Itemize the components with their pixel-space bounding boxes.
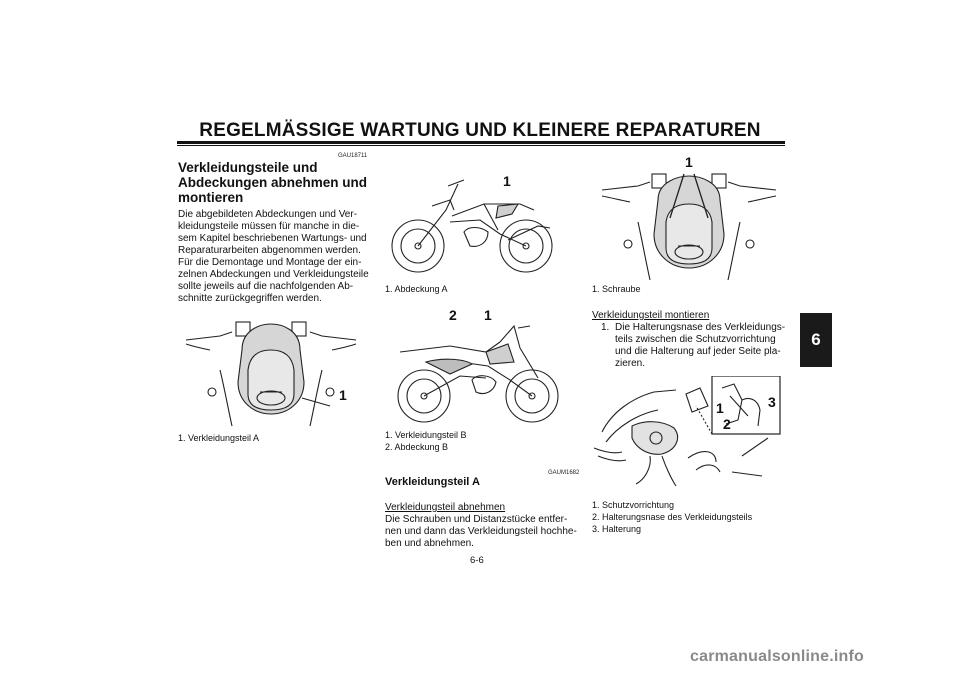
body-line: Die abgebildeten Abdeckungen und Ver- <box>178 209 358 220</box>
procedure-title: Verkleidungsteil abnehmen <box>385 502 506 513</box>
watermark: carmanualsonline.info <box>690 648 865 665</box>
heading-line: Abdeckungen abnehmen und <box>178 175 368 190</box>
step-item: 1. Die Halterungsnase des Verkleidungs- … <box>601 322 791 370</box>
section-code: GAU18711 <box>338 153 368 159</box>
section-code: GAUM1682 <box>548 470 580 476</box>
figure-label: 2 <box>449 307 457 323</box>
figure-label: 1 <box>484 307 492 323</box>
fairing-screws-figure <box>601 173 777 281</box>
bracket-detail-figure <box>593 376 781 487</box>
heading-line: montieren <box>178 190 244 205</box>
body-line: Für die Demontage und Montage der ein- <box>178 257 362 268</box>
figure-caption: 1. Verkleidungsteil A <box>178 433 260 443</box>
figure-label: 2 <box>723 416 731 432</box>
step-list: 1. Die Halterungsnase des Verkleidungs- … <box>601 322 791 370</box>
figure-label: 3 <box>768 394 776 410</box>
step-line: zieren. <box>615 358 646 369</box>
procedure-paragraph: Die Schrauben und Distanzstücke entfer- … <box>385 514 585 550</box>
step-number: 1. <box>601 322 610 333</box>
fairing-front-figure <box>185 321 357 427</box>
heading-line: Verkleidungsteile und <box>178 160 318 175</box>
section-heading: Verkleidungsteile und Abdeckungen abnehm… <box>178 160 368 205</box>
subheading: Verkleidungsteil A <box>385 476 480 488</box>
body-line: nen und dann das Verkleidungsteil hochhe… <box>385 526 577 537</box>
header-rule-thin <box>177 145 785 146</box>
figure-caption: 1. Schutzvorrichtung 2. Halterungsnase d… <box>592 499 752 535</box>
body-line: ben und abnehmen. <box>385 538 474 549</box>
page-number: 6-6 <box>470 555 484 566</box>
figure-caption: 1. Verkleidungsteil B 2. Abdeckung B <box>385 429 467 453</box>
caption-line: 2. Halterungsnase des Verkleidungsteils <box>592 512 753 522</box>
body-line: kleidungsteile müssen für manche in die- <box>178 221 360 232</box>
figure-label: 1 <box>716 400 724 416</box>
intro-paragraph: Die abgebildeten Abdeckungen und Ver- kl… <box>178 209 378 305</box>
figure-label: 1 <box>685 154 693 170</box>
body-line: sem Kapitel beschriebenen Wartungs- und <box>178 233 367 244</box>
figure-label: 1 <box>503 173 511 189</box>
body-line: Reparaturarbeiten abgenommen werden. <box>178 245 361 256</box>
step-line: und die Halterung auf jeder Seite pla- <box>615 346 781 357</box>
body-line: schnitte zurückgegriffen werden. <box>178 293 322 304</box>
step-line: Die Halterungsnase des Verkleidungs- <box>615 322 786 333</box>
figure-label: 1 <box>339 387 347 403</box>
chapter-tab: 6 <box>800 313 832 367</box>
figure-caption: 1. Schraube <box>592 284 641 294</box>
page-title: REGELMÄSSIGE WARTUNG UND KLEINERE REPARA… <box>199 120 761 141</box>
header-rule <box>177 141 785 144</box>
motorcycle-left-side-figure <box>391 179 553 273</box>
caption-line: 2. Abdeckung B <box>385 442 449 452</box>
figure-caption: 1. Abdeckung A <box>385 284 448 294</box>
body-line: sollte jeweils auf die nachfolgenden Ab- <box>178 281 354 292</box>
caption-line: 3. Halterung <box>592 524 642 534</box>
step-line: teils zwischen die Schutzvorrichtung <box>615 334 776 345</box>
body-line: zelnen Abdeckungen und Verkleidungsteile <box>178 269 369 280</box>
motorcycle-right-side-figure <box>397 324 559 423</box>
body-line: Die Schrauben und Distanzstücke entfer- <box>385 514 568 525</box>
procedure-title: Verkleidungsteil montieren <box>592 310 710 321</box>
caption-line: 1. Schutzvorrichtung <box>592 500 675 510</box>
caption-line: 1. Verkleidungsteil B <box>385 430 467 440</box>
